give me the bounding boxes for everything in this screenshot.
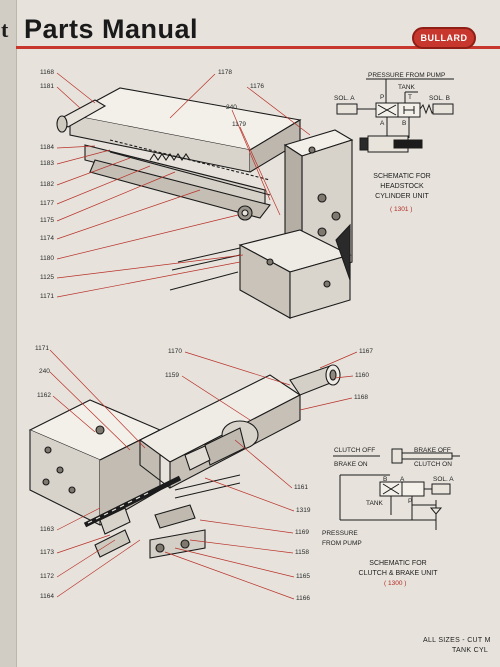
callout-label: 1173 [40, 549, 54, 556]
callout-label: 240 [39, 368, 50, 375]
callout-label: 1171 [35, 345, 49, 352]
callout-label: 1175 [40, 217, 54, 224]
port-p-label: P [380, 94, 385, 101]
top-assembly-illustration [56, 87, 354, 319]
header-rule [16, 46, 500, 49]
footer-line-2: TANK CYL [452, 647, 489, 654]
clutch-on-label: CLUTCH ON [414, 461, 452, 468]
bottom-assembly-illustration [28, 364, 341, 559]
caption-line: CYLINDER UNIT [375, 193, 429, 200]
callout-label: 1178 [218, 69, 232, 76]
brake-off-label: BRAKE OFF [414, 447, 451, 454]
code-number: 1301 [393, 206, 409, 213]
callout-label: 1184 [40, 144, 54, 151]
callout-label: 1319 [296, 507, 311, 514]
tank-label: TANK [398, 84, 415, 91]
gutter-letter: t [1, 17, 9, 42]
page-title: Parts Manual [24, 14, 199, 44]
brake-on-label: BRAKE ON [334, 461, 368, 468]
port-b-label: B [402, 120, 407, 127]
bullard-logo: BULLARD [412, 27, 476, 49]
callout-label: 1183 [40, 160, 54, 167]
callout-label: 1161 [294, 484, 308, 491]
top-leader-lines [56, 72, 311, 298]
callout-label: 1172 [40, 573, 54, 580]
code-number: 1300 [387, 580, 403, 587]
port-p-label: P [408, 498, 413, 505]
schematic-code: ( 1300 ) [384, 580, 407, 587]
caption-line: SCHEMATIC FOR [373, 173, 431, 180]
port-b-label: B [383, 476, 388, 483]
caption-line: HEADSTOCK [380, 183, 424, 190]
bottom-leader-lines [49, 349, 358, 600]
clutch-off-label: CLUTCH OFF [334, 447, 376, 454]
callout-label: 1164 [40, 593, 54, 600]
caption-line: CLUTCH & BRAKE UNIT [358, 570, 438, 577]
callout-label: 1158 [295, 549, 309, 556]
callout-label: 1169 [295, 529, 309, 536]
schematic-code: ( 1301 ) [390, 206, 413, 213]
callout-label: 1166 [296, 595, 310, 602]
previous-page-edge: t [0, 0, 17, 667]
callout-label: 1163 [40, 526, 54, 533]
headstock-schematic-diagram [336, 78, 454, 153]
callout-label: 1165 [296, 573, 310, 580]
callout-label: 1125 [40, 274, 54, 281]
pressure-label: PRESSURE [322, 530, 358, 537]
clutch-schematic-caption: SCHEMATIC FOR CLUTCH & BRAKE UNIT [348, 559, 448, 579]
callout-label: 1180 [40, 255, 54, 262]
callout-label: 1174 [40, 235, 54, 242]
tank-label: TANK [366, 500, 383, 507]
callout-label: 1181 [40, 83, 54, 90]
pressure-from-pump-label: PRESSURE FROM PUMP [368, 72, 446, 79]
callout-label: 1179 [232, 121, 246, 128]
sol-a-label: SOL. A [334, 95, 355, 102]
caption-line: SCHEMATIC FOR [369, 560, 427, 567]
from-pump-label: FROM PUMP [322, 540, 362, 547]
callout-label: 1159 [165, 372, 179, 379]
callout-label: 1170 [168, 348, 182, 355]
clutch-brake-schematic-diagram [333, 448, 460, 530]
sol-a-label: SOL. A [433, 476, 454, 483]
callout-label: 1171 [40, 293, 54, 300]
headstock-schematic-caption: SCHEMATIC FOR HEADSTOCK CYLINDER UNIT [362, 172, 442, 202]
callout-label: 1176 [250, 83, 264, 90]
callout-label: 1167 [359, 348, 373, 355]
logo-text: BULLARD [420, 33, 468, 43]
callout-label: 1168 [354, 394, 368, 401]
port-a-label: A [400, 476, 405, 483]
port-a-label: A [380, 120, 385, 127]
callout-label: 1177 [40, 200, 54, 207]
callout-label: 1160 [355, 372, 369, 379]
callout-label: 1168 [40, 69, 54, 76]
callout-label: 240 [226, 104, 237, 111]
callout-label: 1162 [37, 392, 51, 399]
callout-label: 1182 [40, 181, 54, 188]
port-t-label: T [408, 94, 412, 101]
footer-line-1: ALL SIZES - CUT M [423, 637, 491, 644]
sol-b-label: SOL. B [429, 95, 450, 102]
